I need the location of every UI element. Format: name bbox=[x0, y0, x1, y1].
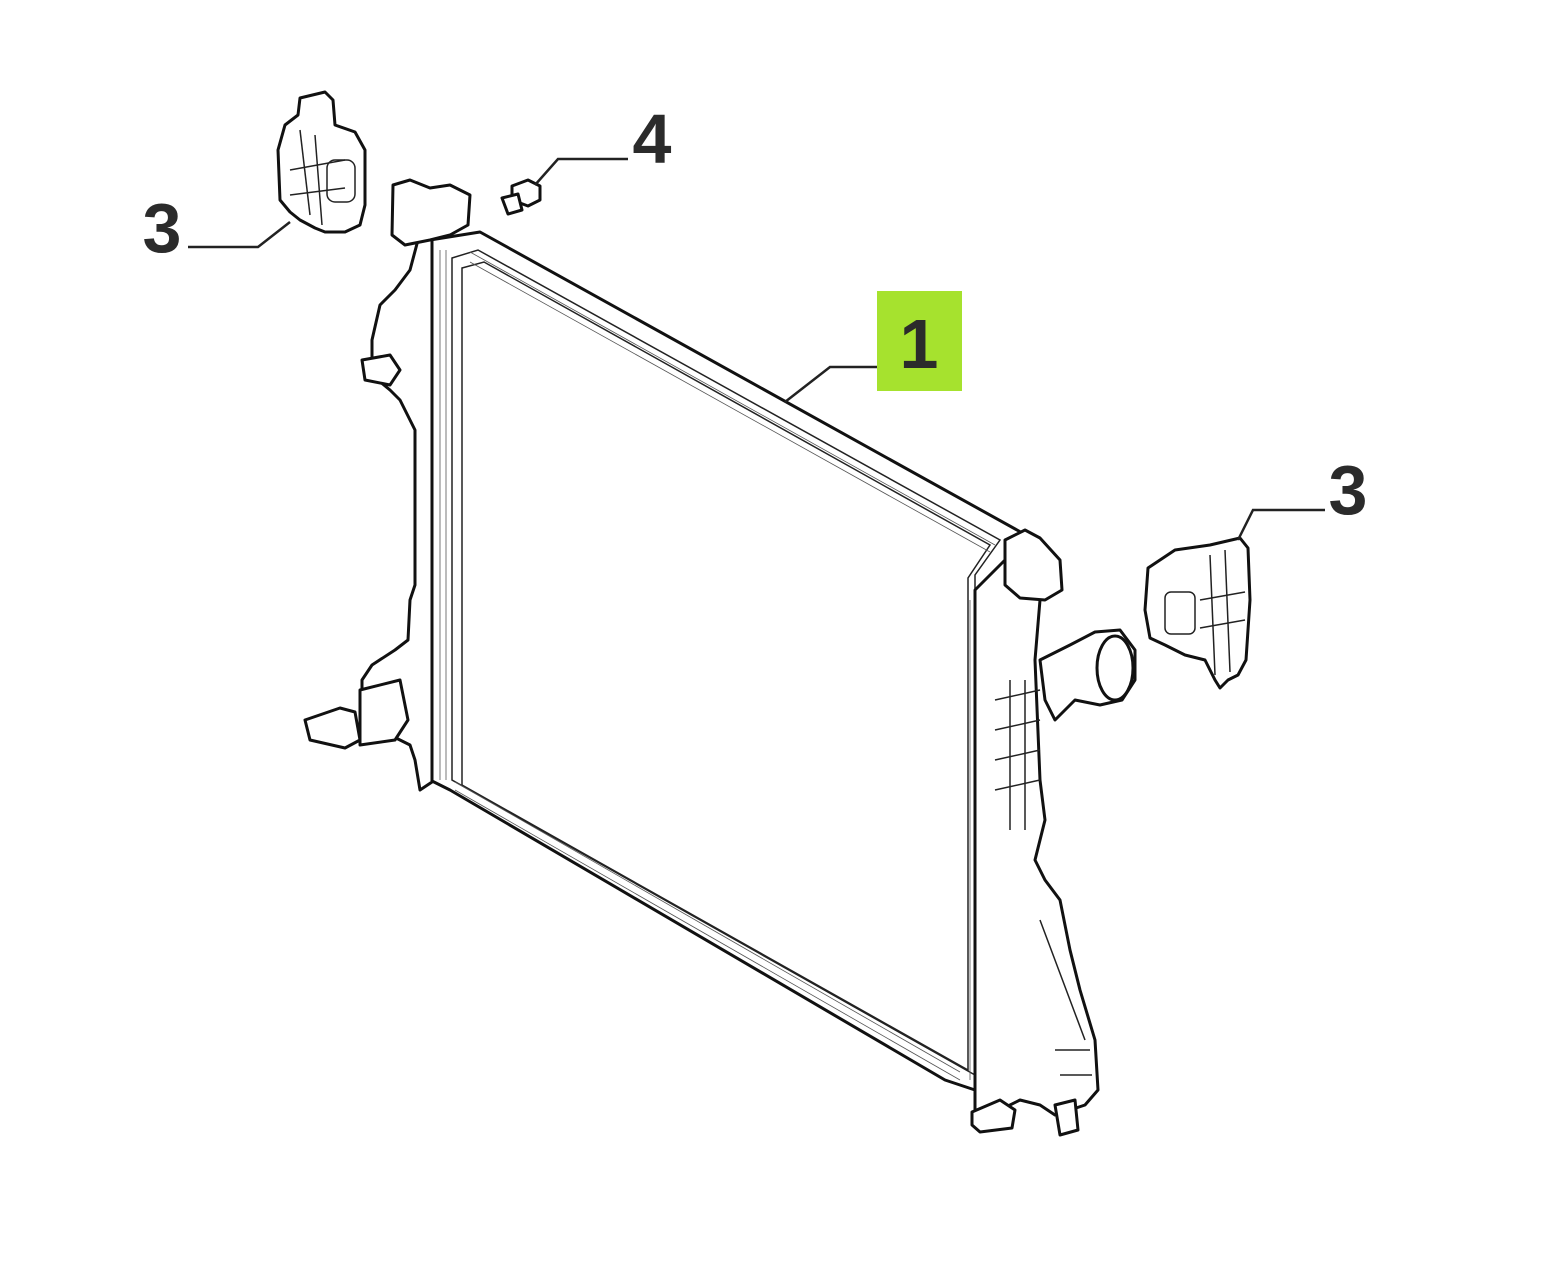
callout-1-highlight bbox=[877, 291, 962, 391]
radiator-right-tank-ribs bbox=[994, 680, 1092, 1076]
radiator-left-top-mount bbox=[390, 178, 472, 247]
bolt[interactable] bbox=[500, 178, 542, 216]
radiator-left-lower-stud bbox=[303, 706, 362, 750]
leader-line-3-right bbox=[1236, 508, 1325, 541]
leader-line-3-left bbox=[188, 221, 291, 249]
bracket-left-body bbox=[276, 90, 367, 234]
radiator-left-mid-bracket bbox=[358, 678, 410, 747]
bolt-shank bbox=[500, 192, 524, 216]
leader-line-1 bbox=[784, 365, 878, 403]
radiator-left-upper-stud bbox=[360, 353, 402, 387]
radiator-right-foot bbox=[1053, 1098, 1080, 1137]
leader-line-4 bbox=[534, 157, 628, 186]
callout-3-left-label[interactable]: 3 bbox=[143, 189, 182, 267]
radiator-right-top-mount bbox=[1003, 528, 1064, 602]
radiator-core-inner-2 bbox=[461, 261, 992, 1072]
callout-4-label[interactable]: 4 bbox=[633, 100, 672, 178]
radiator-core-inner bbox=[451, 249, 1002, 1077]
callout-3-right-label[interactable]: 3 bbox=[1329, 451, 1368, 529]
radiator-outlet-opening bbox=[1095, 634, 1135, 702]
callout-1-label[interactable]: 1 bbox=[900, 305, 939, 383]
bracket-right[interactable] bbox=[1143, 536, 1252, 690]
bracket-right-body bbox=[1143, 536, 1252, 690]
bracket-left[interactable] bbox=[276, 90, 367, 234]
radiator-right-lower-stud bbox=[970, 1098, 1017, 1134]
radiator-assembly[interactable] bbox=[303, 178, 1137, 1137]
bracket-right-opening bbox=[1164, 591, 1196, 635]
radiator-right-tank bbox=[973, 538, 1100, 1122]
